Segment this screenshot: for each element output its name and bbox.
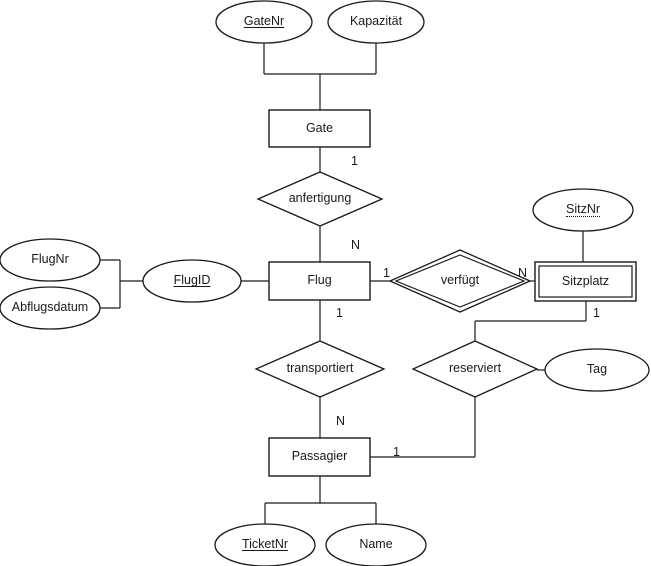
entity-box-gate [268,109,371,148]
attribute-ellipse-ticketnr [214,523,316,566]
attribute-ellipse-name [325,523,427,566]
attribute-ellipse-kapazitaet [327,0,425,44]
relationship-diamond-reserviert [411,340,539,398]
attribute-ellipse-gatenr [215,0,313,44]
entity-box-sitzplatz [534,261,637,302]
relationship-shapes [254,171,539,398]
relationship-diamond-inner-verfuegt [394,254,526,308]
entity-shapes [268,109,637,477]
entity-box-passagier [268,437,371,477]
relationship-diamond-transportiert [254,340,386,398]
attribute-ellipse-sitznr [532,188,634,232]
connector-lines [100,43,587,524]
attribute-ellipse-abflugsdatum [0,286,101,330]
relationship-diamond-verfuegt [388,249,532,313]
attribute-ellipse-tag [544,348,650,392]
entity-box-inner-sitzplatz [538,265,633,298]
attribute-ellipse-flugid [142,259,242,303]
entity-box-flug [268,261,371,301]
relationship-diamond-anfertigung [256,171,384,227]
attribute-ellipse-flugnr [0,238,101,282]
